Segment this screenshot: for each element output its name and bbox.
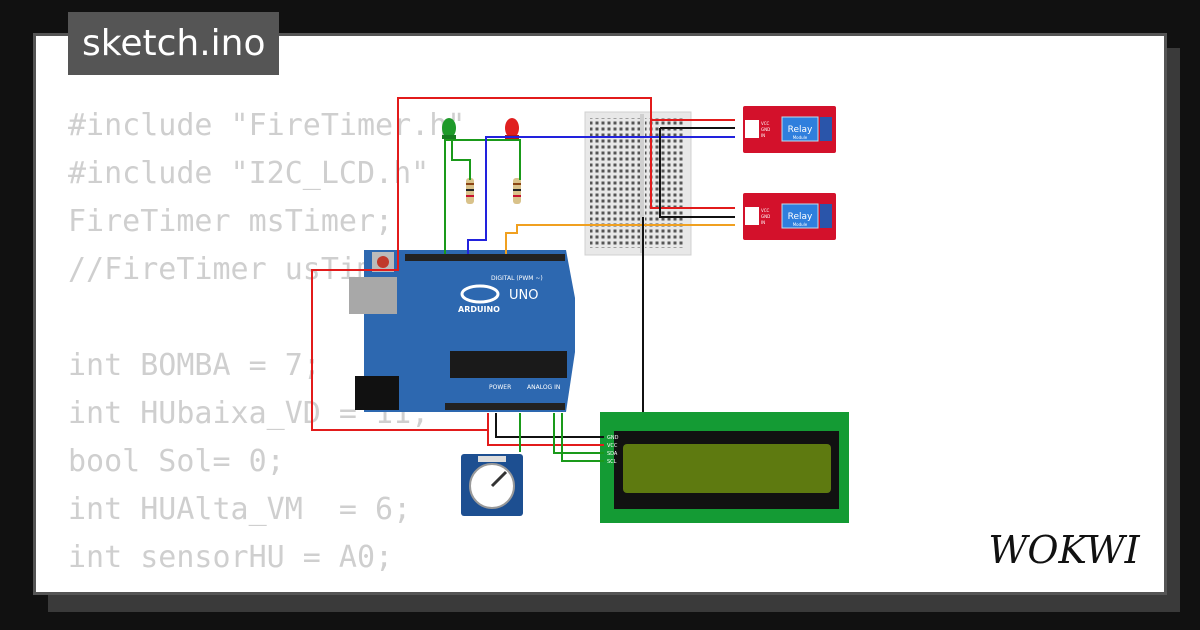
wire-blue [467,136,735,254]
wire-black-relay2 [659,128,735,218]
circuit-diagram: Relay Module VCC GND IN Relay Module VCC… [311,97,849,523]
code-line: int HUbaixa_VD = 11; [68,396,430,431]
sketch-title: sketch.ino [68,12,280,75]
breadboard [584,111,692,256]
code-line: int valorHU; [68,582,465,592]
code-line: int BOMBA = 7; [68,348,321,383]
code-line: #include "I2C_LCD.h" [68,156,430,191]
relay-sub: Module [793,135,808,140]
relay-pin-gnd: GND [761,127,770,132]
lcd-pin-gnd: GND [607,435,619,441]
resistor [513,178,521,204]
lcd-pin-vcc: VCC [607,443,618,449]
relay-module-bottom: Relay Module VCC GND IN [743,193,836,240]
wires [311,97,735,462]
analog-header: ANALOG IN [527,384,560,391]
code-line: int HUAlta_VM = 6; [68,492,412,527]
green-led [442,118,456,139]
wokwi-logo: WOKWI [988,528,1140,572]
wire-black-gnd [495,413,604,438]
arduino-uno-board: DIGITAL (PWM ~) UNO ARDUINO POWER ANALOG… [349,250,575,412]
wire-orange [505,224,735,254]
relay-pin-in: IN [761,220,765,225]
relay-label: Relay [788,212,813,222]
wire-green-led [444,139,521,254]
potentiometer [461,454,523,516]
wire-green-led2 [451,140,471,180]
wire-red-vcc [487,430,604,446]
code-background: #include "FireTimer.h" #include "I2C_LCD.… [68,102,466,592]
relay-pin-in: IN [761,133,765,138]
wire-red-relay2 [650,120,735,209]
lcd-display: GND VCC SDA SCL [600,412,849,523]
board-name: UNO [509,288,538,303]
digital-header: DIGITAL (PWM ~) [491,275,543,282]
relay-sub: Module [793,222,808,227]
board-brand: ARDUINO [458,305,500,314]
power-header: POWER [489,384,511,391]
wire-green-sda [553,413,604,454]
relay-module-top: Relay Module VCC GND IN [743,106,836,153]
relay-pin-gnd: GND [761,214,770,219]
wire-green-scl [561,413,604,462]
relay-pin-vcc: VCC [761,208,770,213]
wire-red-loop [311,97,735,431]
relay-label: Relay [788,125,813,135]
code-line: bool Sol= 0; [68,444,285,479]
code-line: int sensorHU = A0; [68,540,394,575]
code-line: #include "FireTimer.h" [68,108,466,143]
lcd-pin-sda: SDA [607,451,618,457]
relay-pin-vcc: VCC [761,121,770,126]
resistor [466,178,474,204]
code-line: FireTimer msTimer; [68,204,394,239]
red-led [505,118,519,139]
wokwi-logo-text: WOKWI [988,528,1140,572]
lcd-pin-scl: SCL [607,459,617,465]
